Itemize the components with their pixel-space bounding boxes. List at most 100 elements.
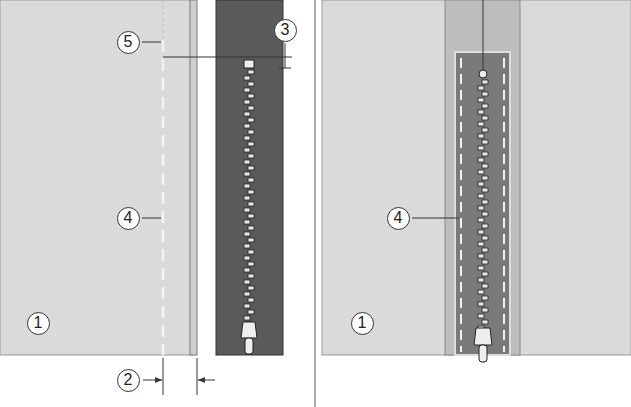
stitch-line — [460, 58, 462, 352]
tooth — [482, 212, 488, 216]
zipper-overlap — [445, 0, 520, 355]
tooth — [478, 134, 484, 138]
tooth — [244, 232, 250, 236]
tooth — [248, 118, 254, 122]
tooth — [244, 136, 250, 140]
slider — [474, 328, 492, 345]
tooth — [478, 218, 484, 222]
tooth — [482, 188, 488, 192]
stitch-line — [503, 58, 505, 352]
tooth — [482, 248, 488, 252]
dimension-line — [163, 358, 164, 395]
callout-number: 4 — [387, 207, 410, 230]
divider — [315, 0, 316, 407]
callout-number: 5 — [117, 31, 140, 54]
dimension-line — [285, 43, 286, 68]
tooth — [478, 110, 484, 114]
dimension-arrow — [143, 380, 162, 381]
tooth — [244, 160, 250, 164]
tooth — [248, 238, 254, 242]
tooth — [482, 236, 488, 240]
tooth — [248, 274, 254, 278]
tooth — [478, 302, 484, 306]
tooth — [482, 116, 488, 120]
tooth — [244, 148, 250, 152]
tooth — [478, 314, 484, 318]
tooth — [478, 122, 484, 126]
fold-edge — [190, 0, 197, 355]
tooth — [482, 200, 488, 204]
tooth — [482, 92, 488, 96]
tooth — [478, 278, 484, 282]
tooth — [244, 280, 250, 284]
tooth — [244, 244, 250, 248]
dimension-line — [197, 358, 198, 395]
tooth — [244, 184, 250, 188]
leader-line — [142, 218, 161, 219]
dimension-line — [279, 68, 291, 69]
tooth — [482, 164, 488, 168]
tooth — [248, 82, 254, 86]
tooth — [482, 80, 488, 84]
tooth — [482, 284, 488, 288]
stitch-line — [162, 40, 165, 355]
slider — [241, 322, 257, 338]
tooth — [482, 176, 488, 180]
tooth — [478, 86, 484, 90]
dimension-line — [163, 57, 292, 58]
tooth — [478, 170, 484, 174]
tooth — [244, 196, 250, 200]
tooth — [248, 130, 254, 134]
tooth — [244, 88, 250, 92]
tooth — [482, 296, 488, 300]
tooth — [478, 194, 484, 198]
tooth — [248, 214, 254, 218]
fabric — [0, 0, 193, 355]
tooth — [248, 190, 254, 194]
tooth — [482, 308, 488, 312]
tooth — [244, 304, 250, 308]
tooth — [248, 310, 254, 314]
tooth — [478, 230, 484, 234]
tooth — [478, 266, 484, 270]
tooth — [244, 124, 250, 128]
tooth — [478, 146, 484, 150]
tooth — [482, 272, 488, 276]
tooth — [248, 286, 254, 290]
tooth — [248, 178, 254, 182]
tooth — [248, 142, 254, 146]
leader-line — [412, 218, 459, 219]
fabric — [322, 0, 631, 355]
tooth — [244, 172, 250, 176]
tooth — [244, 76, 250, 80]
tooth — [248, 94, 254, 98]
tooth — [248, 262, 254, 266]
callout-number: 1 — [27, 312, 50, 335]
leader-line — [142, 42, 161, 43]
tooth — [248, 166, 254, 170]
tooth — [482, 320, 488, 324]
callout-number: 3 — [274, 19, 297, 42]
tooth — [244, 292, 250, 296]
tooth — [244, 316, 250, 320]
tooth — [248, 70, 254, 74]
callout-number: 4 — [117, 207, 140, 230]
stitch-guide — [163, 0, 164, 40]
tooth — [478, 290, 484, 294]
zipper-teeth — [478, 80, 488, 330]
tooth — [478, 206, 484, 210]
callout-number: 2 — [117, 369, 140, 392]
tooth — [482, 152, 488, 156]
tooth — [478, 98, 484, 102]
tooth — [248, 106, 254, 110]
tooth — [482, 104, 488, 108]
tooth — [244, 100, 250, 104]
tooth — [478, 242, 484, 246]
tooth — [482, 224, 488, 228]
zipper-tape — [216, 0, 283, 355]
tooth — [248, 250, 254, 254]
tooth — [248, 154, 254, 158]
tooth — [244, 220, 250, 224]
